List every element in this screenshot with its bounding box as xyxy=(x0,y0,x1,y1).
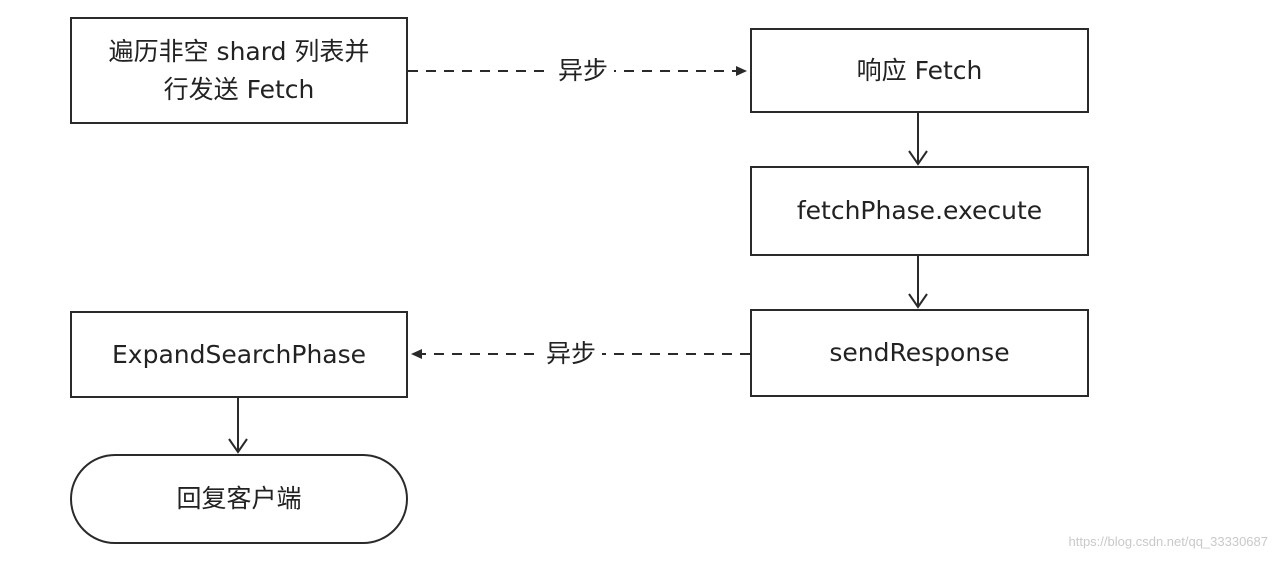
edge-label-async-bottom: 异步 xyxy=(540,339,603,369)
node-fetch-phase-execute-label: fetchPhase.execute xyxy=(796,196,1043,225)
watermark-text: https://blog.csdn.net/qq_33330687 xyxy=(1068,534,1269,549)
arrow-respond-to-execute xyxy=(908,113,928,166)
node-reply-client: 回复客户端 xyxy=(70,454,408,544)
node-fetch-phase-execute: fetchPhase.execute xyxy=(750,166,1089,256)
node-send-response-label: sendResponse xyxy=(829,338,1010,367)
node-traverse-line2: 行发送 Fetch xyxy=(163,74,315,104)
node-expand-search-phase-label: ExpandSearchPhase xyxy=(111,339,367,369)
node-traverse-line1: 遍历非空 shard 列表并 xyxy=(108,36,370,66)
node-expand-search-phase: ExpandSearchPhase xyxy=(70,311,408,398)
node-respond-fetch-label: 响应 Fetch xyxy=(856,55,983,85)
arrow-execute-to-send xyxy=(908,256,928,309)
node-traverse-send-fetch: 遍历非空 shard 列表并 行发送 Fetch xyxy=(70,17,408,124)
node-respond-fetch: 响应 Fetch xyxy=(750,28,1089,113)
arrow-expand-to-reply xyxy=(228,398,248,454)
node-send-response: sendResponse xyxy=(750,309,1089,397)
node-reply-client-label: 回复客户端 xyxy=(176,484,302,513)
edge-label-async-top: 异步 xyxy=(552,56,615,86)
